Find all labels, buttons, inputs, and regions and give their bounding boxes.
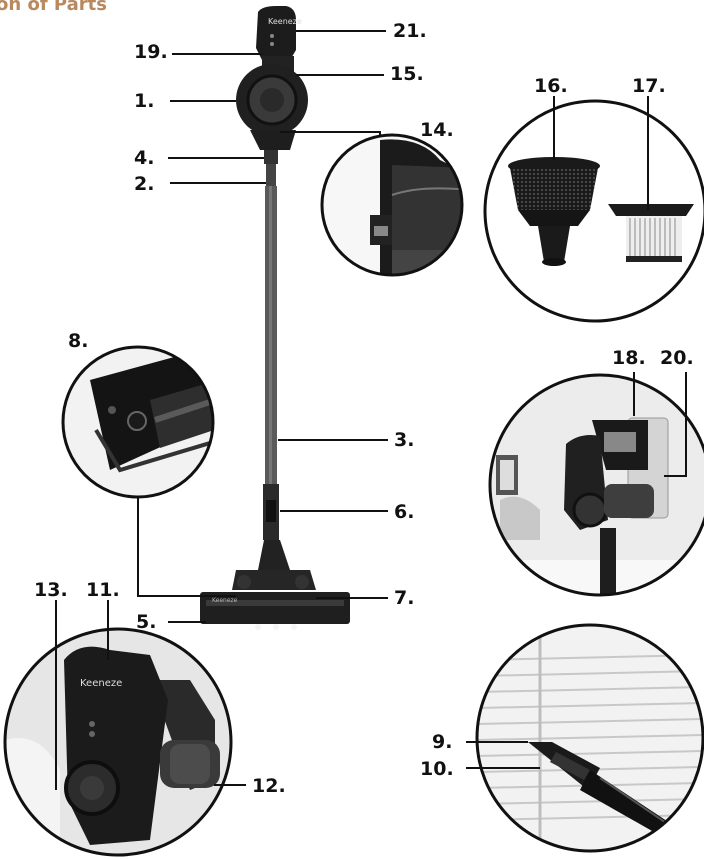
detail-circle-dust-cup — [320, 133, 464, 277]
detail-circle-wall-mount — [488, 372, 704, 597]
tube-release — [266, 500, 276, 522]
label-5: 5. — [136, 611, 156, 633]
led-light — [255, 624, 261, 630]
led-light — [291, 624, 297, 630]
label-16: 16. — [534, 75, 568, 97]
dust-cup-center — [260, 88, 284, 112]
label-9: 9. — [432, 731, 452, 753]
label-3: 3. — [394, 429, 414, 451]
label-18: 18. — [612, 347, 646, 369]
label-15: 15. — [390, 63, 424, 85]
label-19: 19. — [134, 41, 168, 63]
label-4: 4. — [134, 147, 154, 169]
main-vacuum-illustration: Keeneze Keeneze — [200, 6, 350, 630]
handle-top — [256, 6, 296, 60]
floor-head-wheel — [237, 575, 251, 589]
detail-circle-chamber — [61, 345, 215, 499]
label-20: 20. — [660, 347, 694, 369]
floor-head-wheel — [295, 575, 309, 589]
label-12: 12. — [252, 775, 286, 797]
label-2: 2. — [134, 173, 154, 195]
floor-head-neck — [258, 540, 290, 570]
label-7: 7. — [394, 587, 414, 609]
label-11: 11. — [86, 579, 120, 601]
floor-head-brand: Keeneze — [212, 597, 238, 604]
label-6: 6. — [394, 501, 414, 523]
indicator-light — [270, 42, 274, 46]
tube-connector — [266, 164, 276, 186]
led-light — [273, 624, 279, 630]
release-button — [264, 150, 278, 164]
label-21: 21. — [393, 20, 427, 42]
label-17: 17. — [632, 75, 666, 97]
detail-circle-blinds — [466, 623, 704, 853]
indicator-light — [270, 34, 274, 38]
label-14: 14. — [420, 119, 454, 141]
page-title: on of Parts — [0, 0, 107, 15]
detail-circle-filters — [483, 96, 704, 323]
label-10: 10. — [420, 758, 454, 780]
floor-head-top — [232, 570, 316, 590]
floor-head-brush — [206, 600, 344, 606]
tube-highlight — [269, 186, 272, 486]
part-number-labels: 21. 19. 15. 16. 17. 1. 14. 4. 2. 8. 18. … — [34, 20, 694, 797]
label-8: 8. — [68, 330, 88, 352]
label-1: 1. — [134, 90, 154, 112]
label-13: 13. — [34, 579, 68, 601]
handheld-brand: Keeneze — [80, 678, 122, 689]
body-lower — [250, 130, 296, 150]
handle-brand: Keeneze — [268, 17, 302, 26]
detail-circle-handheld: Keeneze — [3, 600, 246, 857]
